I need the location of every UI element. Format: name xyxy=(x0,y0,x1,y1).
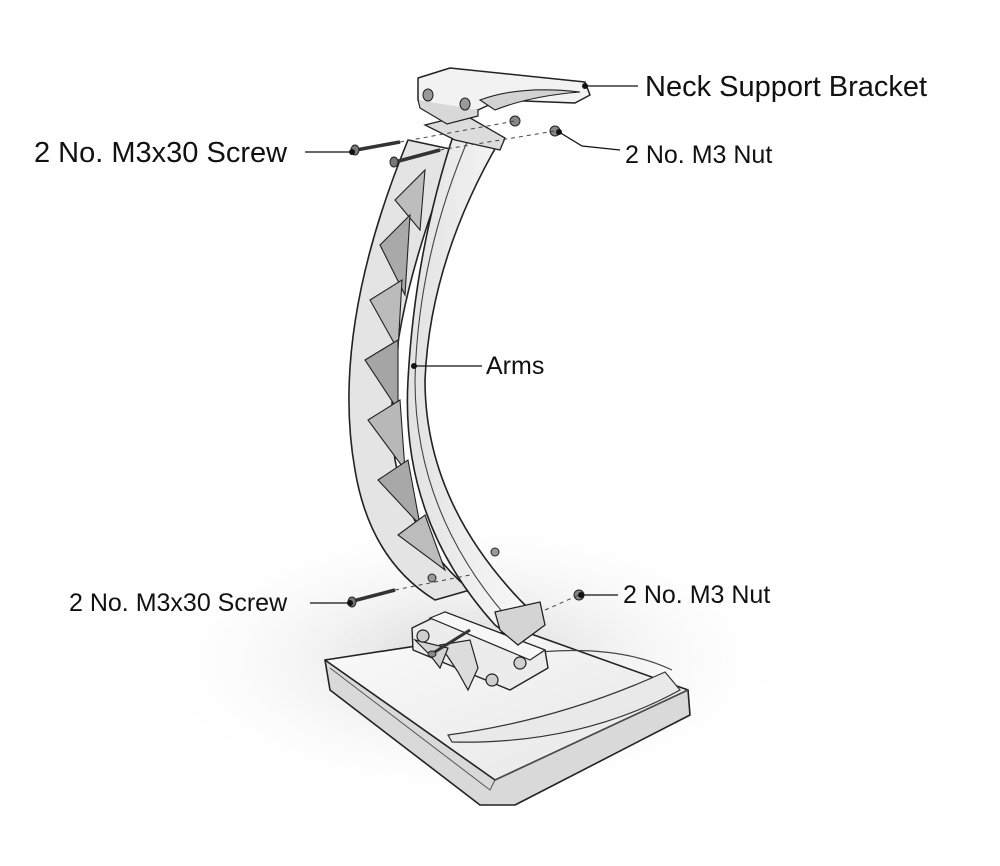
callout-leaders xyxy=(305,85,638,604)
arm-part xyxy=(348,114,546,646)
base-mount-clip xyxy=(411,611,549,692)
callout-dots xyxy=(347,83,588,606)
top-screw-parts xyxy=(350,140,441,168)
neck-support-bracket-part xyxy=(417,67,591,125)
label-arms: Arms xyxy=(486,352,545,380)
label-top-screws: 2 No. M3x30 Screw xyxy=(34,137,288,169)
top-nut-parts xyxy=(509,115,561,137)
label-bottom-nuts: 2 No. M3 Nut xyxy=(623,581,771,609)
label-neck-support-bracket: Neck Support Bracket xyxy=(645,71,928,103)
label-bottom-screws: 2 No. M3x30 Screw xyxy=(69,589,288,617)
assembly-axis-lines xyxy=(394,120,580,611)
base-plate xyxy=(324,629,691,806)
label-top-nuts: 2 No. M3 Nut xyxy=(625,141,773,169)
